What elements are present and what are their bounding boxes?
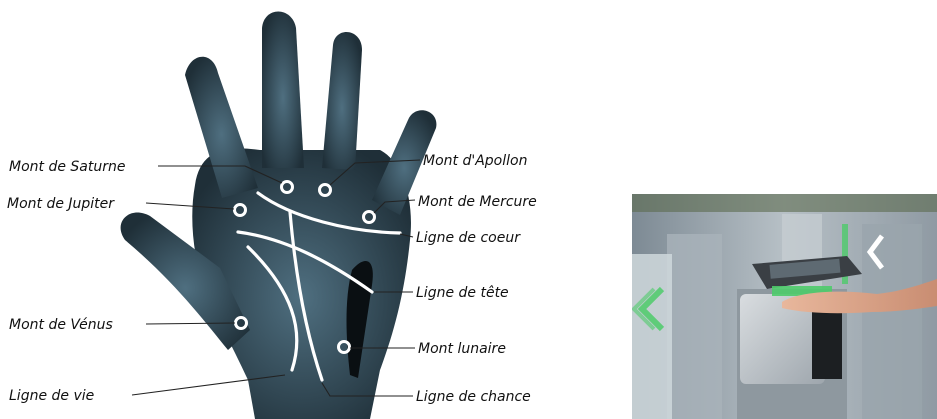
label-mont-lunaire: Mont lunaire [418, 341, 506, 357]
palm-scanner-photo [632, 194, 937, 419]
label-mont-de-saturne: Mont de Saturne [9, 159, 125, 175]
label-mont-de-mercure: Mont de Mercure [418, 194, 537, 210]
palm-scanner-illustration [632, 194, 937, 419]
palm-diagram: Mont de Saturne Mont de Jupiter Mont de … [0, 0, 575, 419]
label-mont-de-jupiter: Mont de Jupiter [7, 196, 115, 212]
label-ligne-de-coeur: Ligne de coeur [416, 230, 521, 246]
hand-silhouette [121, 12, 437, 419]
label-ligne-de-vie: Ligne de vie [9, 388, 94, 404]
label-mont-de-venus: Mont de Vénus [9, 317, 113, 333]
label-ligne-de-chance: Ligne de chance [416, 389, 531, 405]
label-ligne-de-tete: Ligne de tête [416, 285, 509, 301]
label-mont-d-apollon: Mont d'Apollon [423, 153, 527, 169]
